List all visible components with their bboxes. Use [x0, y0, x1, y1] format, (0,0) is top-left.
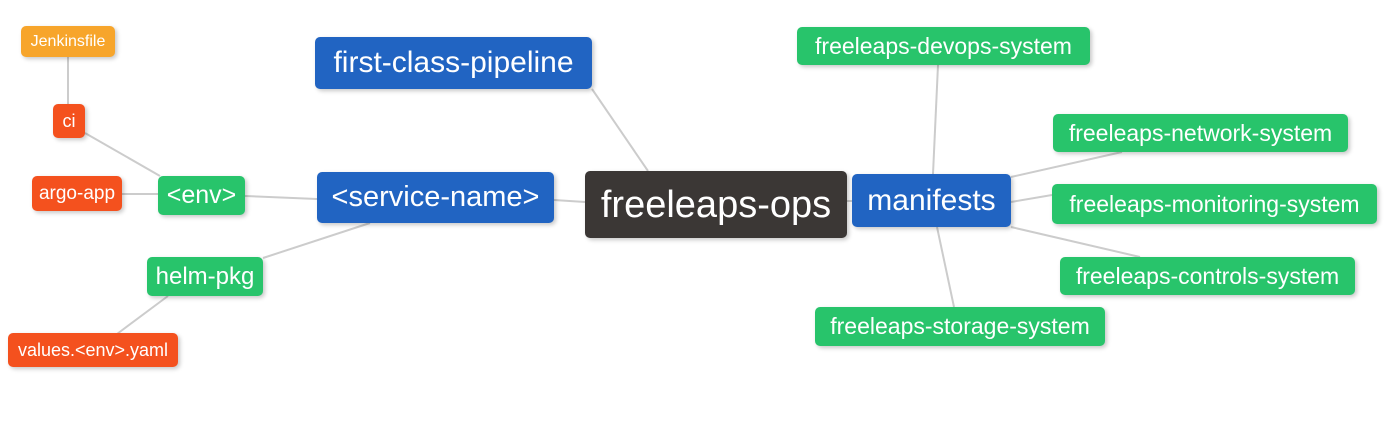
- node-freeleaps-devops-system[interactable]: freeleaps-devops-system: [797, 27, 1090, 65]
- node-manifests[interactable]: manifests: [852, 174, 1011, 227]
- node-ci[interactable]: ci: [53, 104, 85, 138]
- node-freeleaps-network-system[interactable]: freeleaps-network-system: [1053, 114, 1348, 152]
- node-service-name[interactable]: <service-name>: [317, 172, 554, 223]
- node-helm-pkg[interactable]: helm-pkg: [147, 257, 263, 296]
- node-env[interactable]: <env>: [158, 176, 245, 215]
- node-freeleaps-ops[interactable]: freeleaps-ops: [585, 171, 847, 238]
- node-values-env-yaml[interactable]: values.<env>.yaml: [8, 333, 178, 367]
- edge-manifests-freeleaps-network-system: [1010, 151, 1123, 178]
- edge-manifests-freeleaps-monitoring-system: [1010, 194, 1053, 203]
- node-argo-app[interactable]: argo-app: [32, 176, 122, 211]
- edge-freeleaps-devops-system-manifests: [932, 64, 939, 175]
- edge-env-service-name: [244, 195, 318, 200]
- node-freeleaps-monitoring-system[interactable]: freeleaps-monitoring-system: [1052, 184, 1377, 224]
- edge-manifests-freeleaps-storage-system: [936, 226, 955, 308]
- edge-manifests-freeleaps-controls-system: [1010, 226, 1141, 258]
- node-first-class-pipeline[interactable]: first-class-pipeline: [315, 37, 592, 89]
- edge-service-name-freeleaps-ops: [553, 199, 586, 203]
- edge-helm-pkg-service-name: [262, 222, 371, 259]
- node-jenkinsfile[interactable]: Jenkinsfile: [21, 26, 115, 57]
- edge-ci-env: [84, 132, 161, 177]
- edge-values-env-yaml-helm-pkg: [116, 295, 169, 335]
- node-freeleaps-storage-system[interactable]: freeleaps-storage-system: [815, 307, 1105, 346]
- edge-first-class-pipeline-freeleaps-ops: [591, 88, 649, 172]
- node-freeleaps-controls-system[interactable]: freeleaps-controls-system: [1060, 257, 1355, 295]
